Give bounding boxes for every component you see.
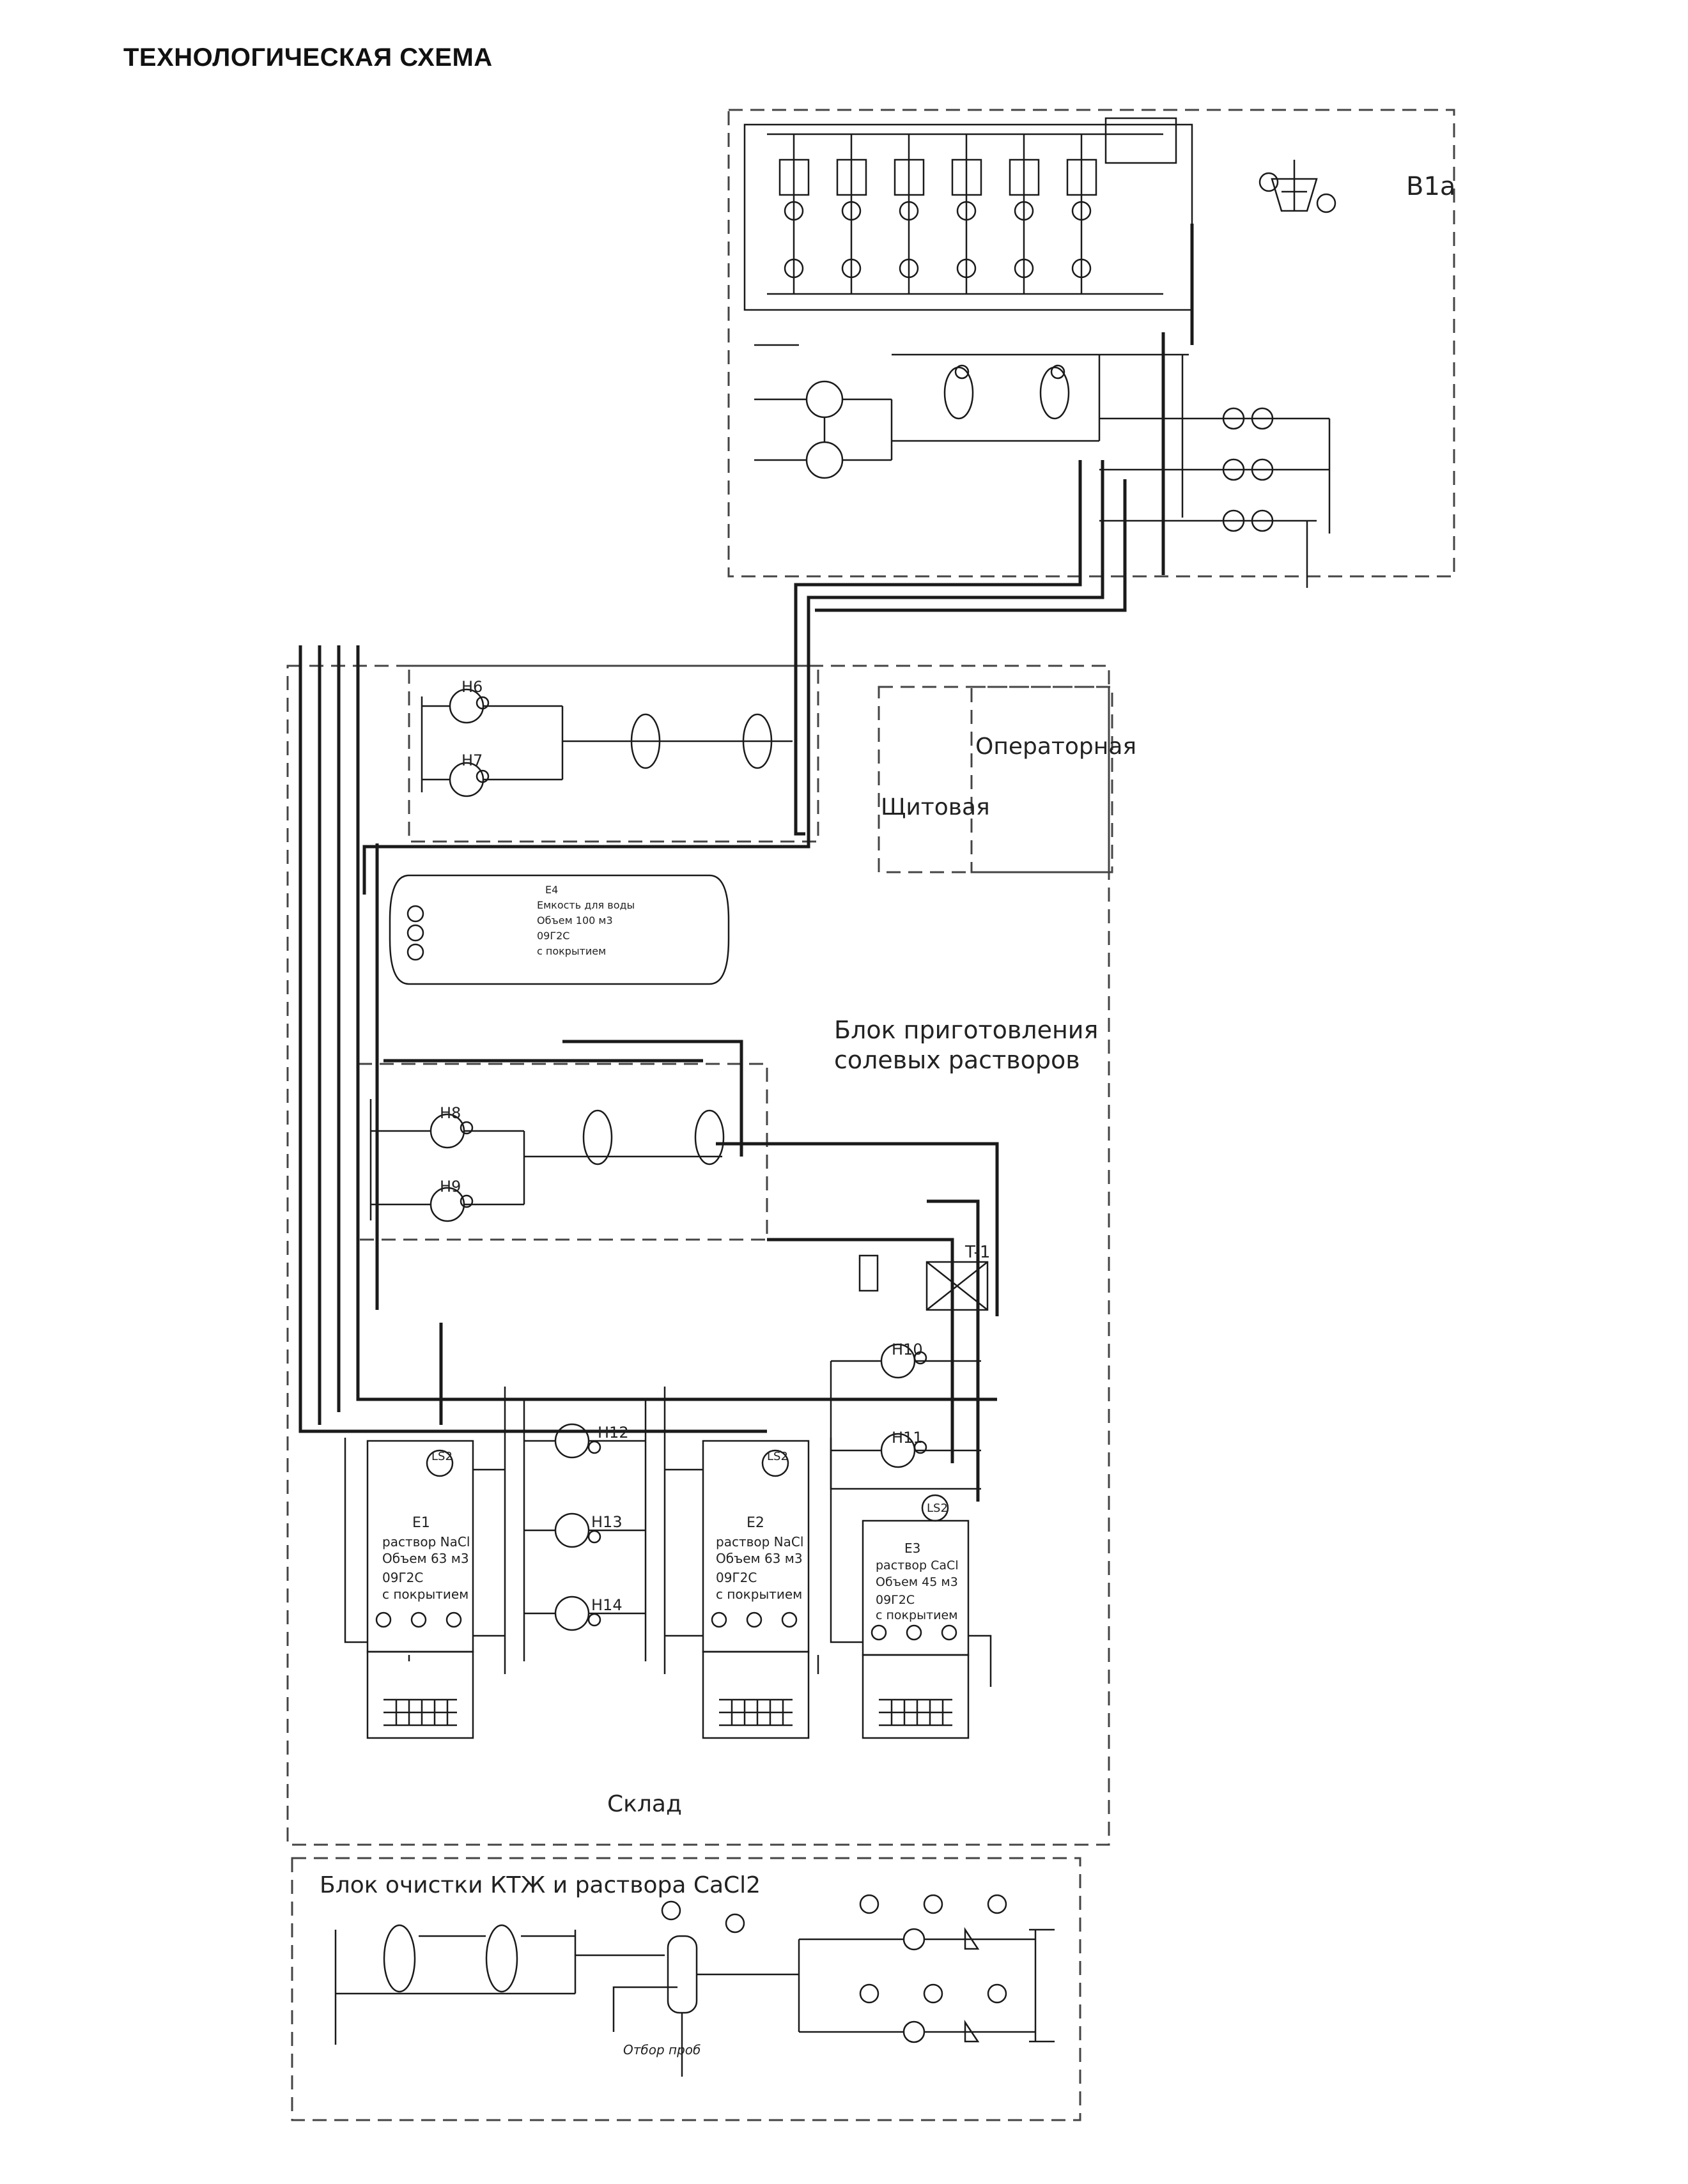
cleaning-block-label: Блок очистки КТЖ и раствора CaCl2 <box>320 1872 761 1898</box>
tank-e2-name: Е2 <box>747 1515 764 1531</box>
cleaning-block-equipment <box>334 1894 1055 2077</box>
pump-h9-label: H9 <box>440 1178 461 1196</box>
pump-h8-label: H8 <box>440 1104 461 1122</box>
operator-room-label: Операторная <box>975 734 1136 760</box>
tank-e2 <box>702 1440 810 1739</box>
h10-h11-pump-group <box>830 1343 981 1490</box>
panel-room-label: Щитовая <box>881 794 990 820</box>
h6-h7-group-frame <box>408 665 819 843</box>
heat-exchanger-label: T-1 <box>964 1243 990 1262</box>
tank-e3-name: Е3 <box>904 1541 920 1556</box>
tank-e2-volume: Объем 63 м3 <box>716 1551 803 1566</box>
tank-e1-content: раствор NaCl <box>382 1534 470 1550</box>
tank-e2-coating: с покрытием <box>716 1587 802 1602</box>
pump-h11-label: H11 <box>892 1429 923 1447</box>
tank-e4 <box>389 874 730 985</box>
pump-h12-label: H12 <box>598 1424 629 1442</box>
tank-e3-steel: 09Г2С <box>876 1593 915 1607</box>
b1a-pumps-filters <box>754 344 1331 588</box>
h12-h14-pump-group <box>504 1387 666 1674</box>
h8-h9-group-frame <box>357 1063 768 1241</box>
tank-e2-steel: 09Г2С <box>716 1570 757 1585</box>
tank-e4-name: Е4 <box>545 884 558 896</box>
tank-piping <box>344 1438 992 1687</box>
level-sensor-e2: LS2 <box>767 1450 788 1463</box>
tank-e3-volume: Объем 45 м3 <box>876 1575 958 1589</box>
salt-prep-label-line1: Блок приготовления <box>834 1016 1098 1044</box>
tank-e1-steel: 09Г2С <box>382 1570 423 1585</box>
pump-h13-label: H13 <box>591 1513 623 1531</box>
tank-e4-coating: с покрытием <box>537 945 606 957</box>
tank-e4-volume: Объем 100 м3 <box>537 914 613 927</box>
h8-h9-pump-group <box>369 1099 725 1222</box>
page-title: ТЕХНОЛОГИЧЕСКАЯ СХЕМА <box>123 43 493 72</box>
panel-room-frame <box>878 686 1113 873</box>
warehouse-label: Склад <box>607 1791 682 1817</box>
level-sensor-e1: LS2 <box>431 1450 453 1463</box>
tank-e1-volume: Объем 63 м3 <box>382 1551 469 1566</box>
pump-h6-label: H6 <box>461 678 483 696</box>
instrument-symbols <box>460 364 1245 1627</box>
tank-e1-coating: с покрытием <box>382 1587 468 1602</box>
pump-h14-label: H14 <box>591 1596 623 1614</box>
block-cleaning-frame <box>291 1857 1081 2121</box>
heat-exchanger-t1 <box>858 1254 989 1311</box>
dosing-units <box>743 117 1336 311</box>
block-b1a-frame <box>727 109 1455 578</box>
tank-e1 <box>366 1440 474 1739</box>
salt-prep-label-line2: солевых растворов <box>834 1046 1080 1074</box>
tank-e4-steel: 09Г2С <box>537 930 569 942</box>
h6-h7-pump-group <box>421 688 793 797</box>
tank-e1-name: Е1 <box>412 1515 430 1531</box>
operator-room-frame <box>970 686 1110 873</box>
tank-e3-coating: с покрытием <box>876 1608 958 1622</box>
tank-e3 <box>862 1494 970 1739</box>
sample-point-label: Отбор проб <box>623 2042 701 2057</box>
pump-h7-label: H7 <box>461 751 483 769</box>
tank-e2-content: раствор NaCl <box>716 1534 803 1550</box>
tank-e3-content: раствор CaCl <box>876 1558 959 1573</box>
pump-h10-label: H10 <box>892 1341 923 1358</box>
main-pipelines <box>298 224 1194 1502</box>
level-sensor-e3: LS2 <box>927 1502 948 1515</box>
block-b1a-label: B1a <box>1406 172 1455 201</box>
tank-e4-purpose: Емкость для воды <box>537 899 635 911</box>
